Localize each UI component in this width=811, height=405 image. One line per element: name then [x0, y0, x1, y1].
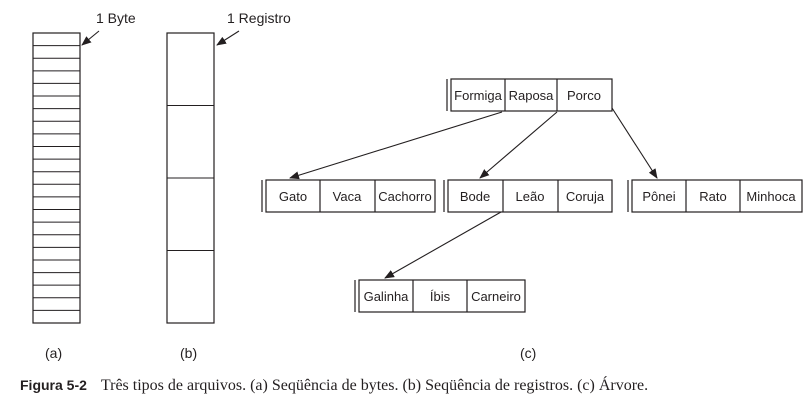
tree-key-bottom-2: Íbis	[430, 289, 451, 304]
tree-key-right-3: Minhoca	[746, 189, 796, 204]
tree-edge-root-to-left	[289, 111, 503, 180]
tree-node-bottom: Galinha Íbis Carneiro	[354, 279, 526, 313]
tree-key-root-2: Raposa	[509, 88, 555, 103]
tree-key-root-1: Formiga	[454, 88, 502, 103]
tree-key-root-3: Porco	[567, 88, 601, 103]
panel-c-label: (c)	[520, 345, 536, 361]
tree-key-middle-2: Leão	[516, 189, 545, 204]
tree-key-middle-3: Coruja	[566, 189, 605, 204]
figure-caption: Figura 5-2 Três tipos de arquivos. (a) Se…	[20, 377, 810, 395]
tree-key-right-2: Rato	[699, 189, 726, 204]
tree-node-left: Gato Vaca Cachorro	[261, 179, 436, 213]
byte-pointer-arrow	[81, 30, 100, 46]
tree-key-left-3: Cachorro	[378, 189, 431, 204]
tree-edge-middle-to-bottom	[384, 211, 502, 279]
panel-a: 1 Byte (a)	[32, 10, 136, 361]
tree-key-left-1: Gato	[279, 189, 307, 204]
file-types-figure: 1 Byte (a) 1 Registro (b) Formiga Raposa…	[32, 10, 803, 361]
panel-b: 1 Registro (b)	[166, 10, 291, 361]
tree-node-right: Pônei Rato Minhoca	[627, 179, 803, 213]
tree-edge-root-to-right	[611, 107, 658, 179]
caption-figure-number: Figura 5-2	[20, 377, 87, 393]
tree-node-middle: Bode Leão Coruja	[443, 179, 613, 213]
byte-dividers	[33, 45, 80, 311]
tree-key-bottom-1: Galinha	[364, 289, 410, 304]
byte-sequence-box	[32, 32, 81, 324]
tree-key-left-2: Vaca	[333, 189, 362, 204]
tree-key-right-1: Pônei	[642, 189, 675, 204]
tree-edge-root-to-middle	[479, 111, 558, 179]
tree-key-middle-1: Bode	[460, 189, 490, 204]
record-pointer-arrow	[216, 30, 240, 46]
panel-b-label: (b)	[180, 345, 197, 361]
record-annotation: 1 Registro	[227, 10, 291, 26]
panel-c: Formiga Raposa Porco Gato Vaca Cachorro …	[261, 78, 803, 361]
byte-annotation: 1 Byte	[96, 10, 136, 26]
tree-node-root: Formiga Raposa Porco	[446, 78, 613, 112]
tree-key-bottom-3: Carneiro	[471, 289, 521, 304]
panel-a-label: (a)	[45, 345, 62, 361]
caption-text: Três tipos de arquivos. (a) Seqüência de…	[100, 377, 649, 394]
record-dividers	[167, 105, 214, 251]
